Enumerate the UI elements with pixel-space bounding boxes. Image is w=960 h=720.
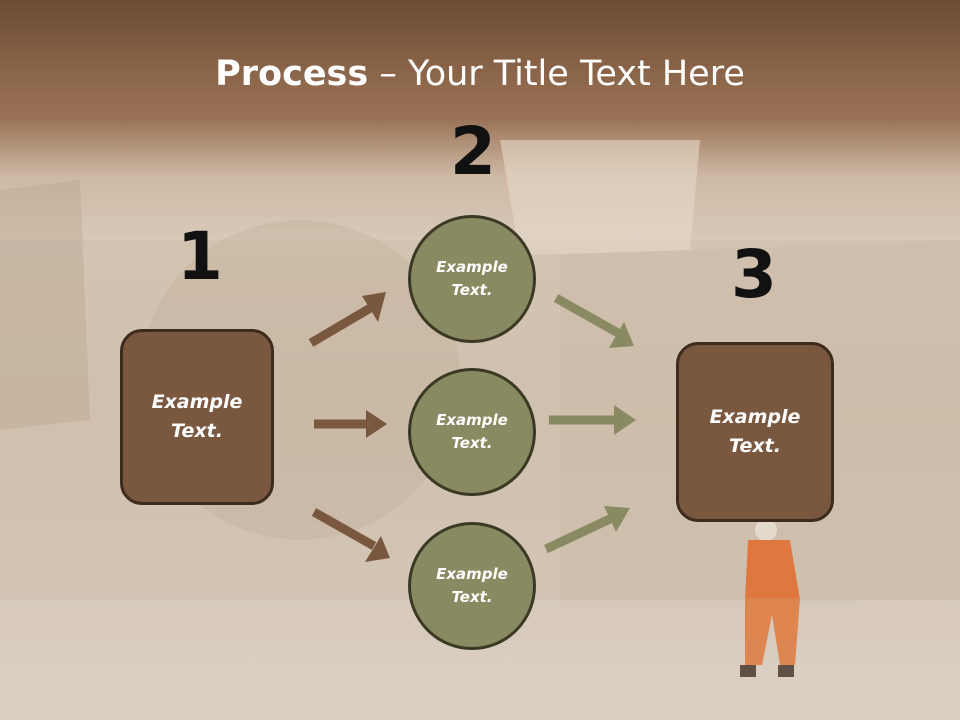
circle-1-text-line1: Example (436, 258, 508, 276)
arrow-brown-right (314, 410, 387, 438)
step-3-text-line1: Example (709, 406, 801, 428)
circle-2: Example Text. (408, 368, 536, 496)
title-rest: – Your Title Text Here (368, 54, 745, 94)
circle-3-text-line2: Text. (451, 588, 493, 606)
slide-title: Process – Your Title Text Here (0, 52, 960, 96)
step-1-text-line1: Example (151, 391, 243, 413)
arrow-brown-down (311, 508, 390, 562)
circle-1-text-line2: Text. (451, 281, 493, 299)
title-bold: Process (215, 54, 369, 94)
arrow-brown-up (308, 292, 386, 347)
arrow-olive-right (549, 405, 636, 435)
step-3-box: Example Text. (676, 342, 834, 522)
circle-3: Example Text. (408, 522, 536, 650)
circle-2-text-line2: Text. (451, 434, 493, 452)
step-number-2: 2 (450, 113, 496, 190)
circle-1: Example Text. (408, 215, 536, 343)
arrow-olive-down (553, 294, 634, 348)
step-3-text-line2: Text. (729, 435, 781, 457)
step-1-box: Example Text. (120, 329, 274, 505)
step-number-1: 1 (177, 218, 223, 295)
circle-2-text-line1: Example (436, 411, 508, 429)
step-number-3: 3 (731, 236, 777, 313)
arrow-olive-up (544, 506, 630, 554)
circle-3-text-line1: Example (436, 565, 508, 583)
step-1-text-line2: Text. (171, 420, 223, 442)
